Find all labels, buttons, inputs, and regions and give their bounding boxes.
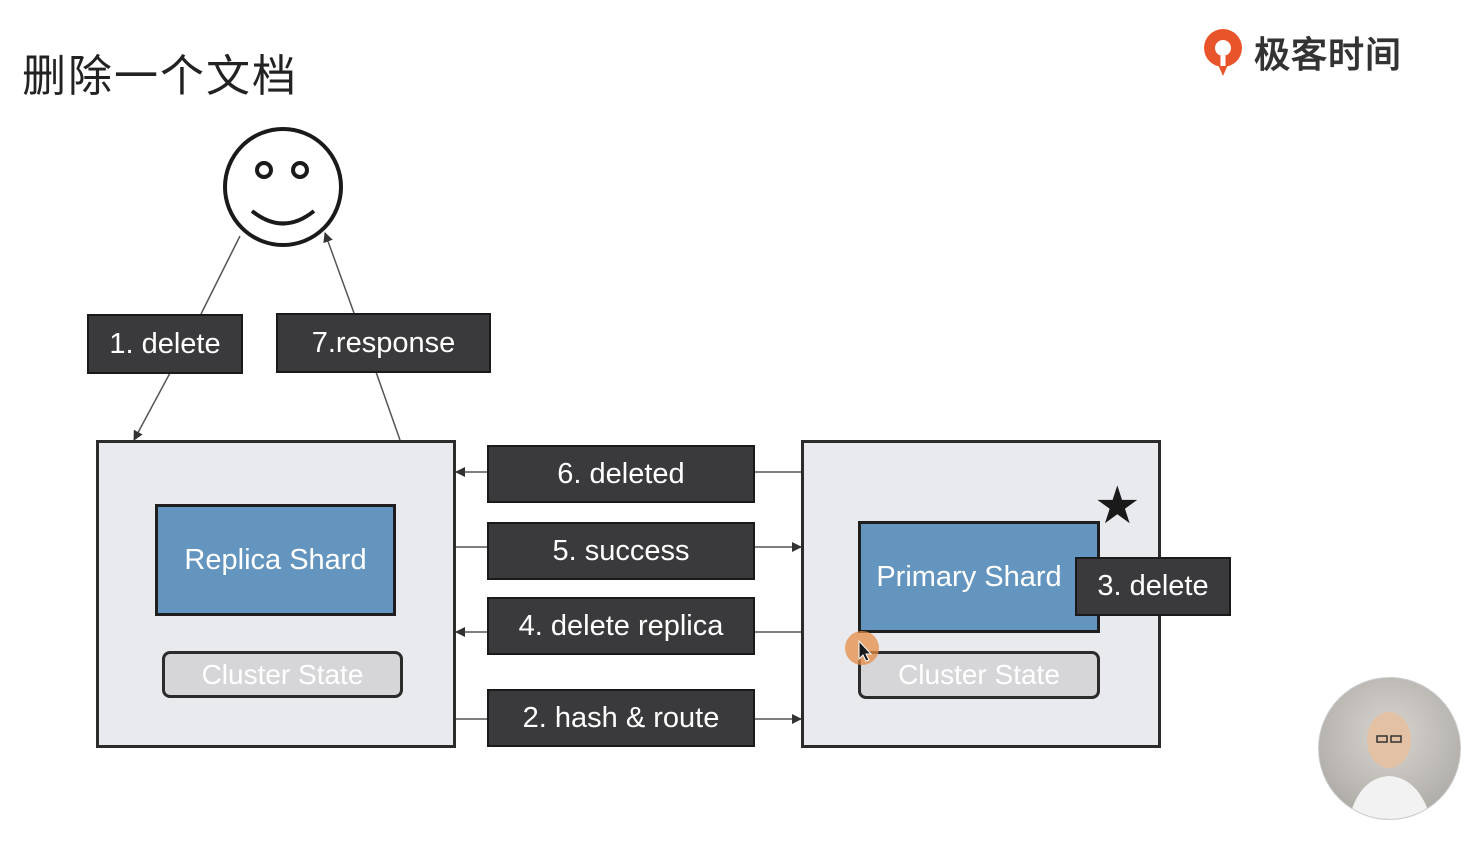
deleted-label: 6. deleted: [487, 445, 755, 503]
page-title: 删除一个文档: [22, 51, 298, 102]
primary-shard-label: Primary Shard: [876, 560, 1062, 593]
response-label: 7.response: [276, 313, 491, 373]
replica-shard: Replica Shard: [155, 504, 396, 616]
replica-cluster-state: Cluster State: [162, 651, 403, 698]
brand-name: 极客时间: [1254, 35, 1403, 76]
delete-request-arrow: [133, 372, 171, 441]
primary-cluster-state: Cluster State: [858, 651, 1100, 699]
presenter-avatar: [1318, 677, 1461, 820]
primary-shard: Primary Shard: [858, 521, 1100, 633]
success-label: 5. success: [487, 522, 755, 580]
response-line-bottom: [375, 371, 401, 441]
primary-star-icon: ★: [1094, 477, 1141, 535]
delete-replica-label: 4. delete replica: [487, 597, 755, 655]
presenter-video-icon: [1349, 712, 1431, 819]
hash-route-label: 2. hash & route: [487, 689, 755, 747]
delete-request-line-top: [200, 235, 241, 315]
user-smiley-icon: [223, 127, 343, 247]
response-arrow: [323, 232, 355, 314]
cursor-icon: [858, 639, 873, 662]
primary-delete-label: 3. delete: [1075, 557, 1231, 616]
cursor-highlight: [845, 631, 879, 665]
brand-logo: 极客时间: [1200, 22, 1402, 82]
brand-logo-icon: [1204, 29, 1242, 76]
delete-request-label: 1. delete: [87, 314, 243, 374]
